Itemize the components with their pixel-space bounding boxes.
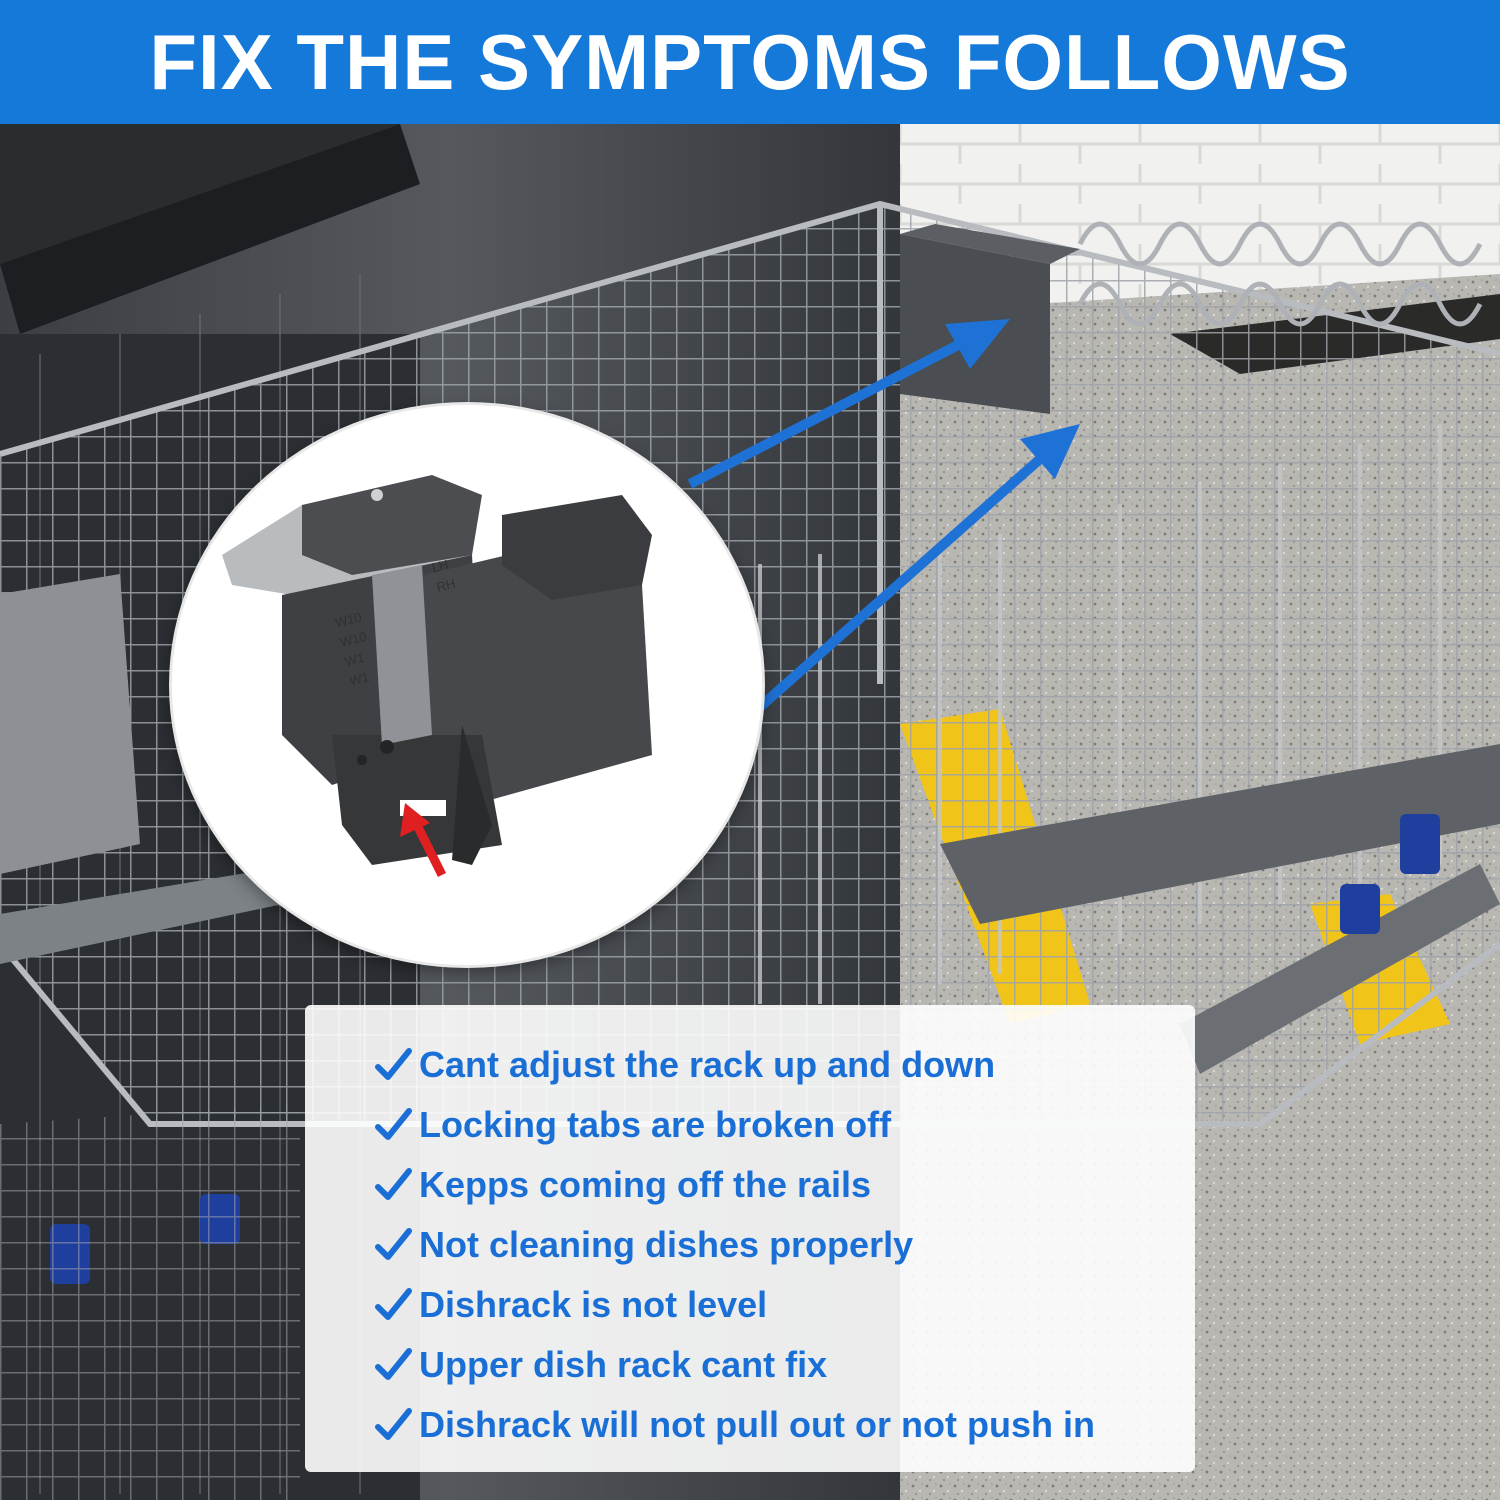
list-item: Dishrack will not pull out or not push i… xyxy=(373,1395,1195,1455)
symptom-text: Dishrack is not level xyxy=(419,1284,768,1325)
banner-title: FIX THE SYMPTOMS FOLLOWS xyxy=(149,17,1351,106)
part-marking: W1 xyxy=(343,650,366,669)
callout-arrow xyxy=(748,455,1044,718)
rack-clip xyxy=(1400,814,1440,874)
symptom-text: Upper dish rack cant fix xyxy=(419,1344,828,1385)
check-icon xyxy=(375,1288,412,1320)
rack-clip xyxy=(1340,884,1380,934)
list-item: Locking tabs are broken off xyxy=(373,1095,1195,1155)
symptom-text: Not cleaning dishes properly xyxy=(419,1224,914,1265)
list-item: Kepps coming off the rails xyxy=(373,1155,1195,1215)
right-rail xyxy=(940,744,1500,924)
red-arrow-icon xyxy=(400,803,430,837)
check-icon xyxy=(375,1168,412,1200)
left-adjuster-housing xyxy=(0,574,140,874)
red-pointer-arrow xyxy=(400,803,447,878)
part-marking: W10 xyxy=(338,629,368,650)
check-icon xyxy=(375,1108,412,1140)
check-icon xyxy=(375,1408,412,1440)
symptom-text: Cant adjust the rack up and down xyxy=(419,1044,996,1085)
list-item: Dishrack is not level xyxy=(373,1275,1195,1335)
check-icon xyxy=(375,1048,412,1080)
part-marking: W1 xyxy=(348,669,371,688)
left-rail xyxy=(0,864,330,964)
list-item: Cant adjust the rack up and down xyxy=(373,1035,1195,1095)
symptom-text: Dishrack will not pull out or not push i… xyxy=(419,1404,1095,1445)
part-marking: LH xyxy=(430,557,450,576)
part-marking: W10 xyxy=(334,609,364,630)
callout-arrow xyxy=(687,339,963,489)
part-marking: RH xyxy=(435,576,457,595)
check-icon xyxy=(375,1348,412,1380)
symptoms-panel: Cant adjust the rack up and down Locking… xyxy=(305,1005,1195,1472)
callout-arrows xyxy=(687,319,1080,718)
lower-dish-rack xyxy=(0,1104,300,1500)
dishwasher-top xyxy=(0,124,420,334)
list-item: Upper dish rack cant fix xyxy=(373,1335,1195,1395)
check-icon xyxy=(375,1228,412,1260)
symptom-text: Locking tabs are broken off xyxy=(419,1104,892,1145)
symptoms-list: Cant adjust the rack up and down Locking… xyxy=(373,1035,1195,1455)
symptom-text: Kepps coming off the rails xyxy=(419,1164,872,1205)
front-rail xyxy=(1180,864,1500,1074)
arrow-head-icon xyxy=(945,319,1010,369)
arrow-head-icon xyxy=(1020,424,1080,479)
zoom-detail-circle: W10 W10 W1 W1 LH RH xyxy=(172,405,762,965)
list-item: Not cleaning dishes properly xyxy=(373,1215,1195,1275)
title-banner: FIX THE SYMPTOMS FOLLOWS xyxy=(0,0,1500,124)
rack-adjuster-part xyxy=(222,475,652,865)
